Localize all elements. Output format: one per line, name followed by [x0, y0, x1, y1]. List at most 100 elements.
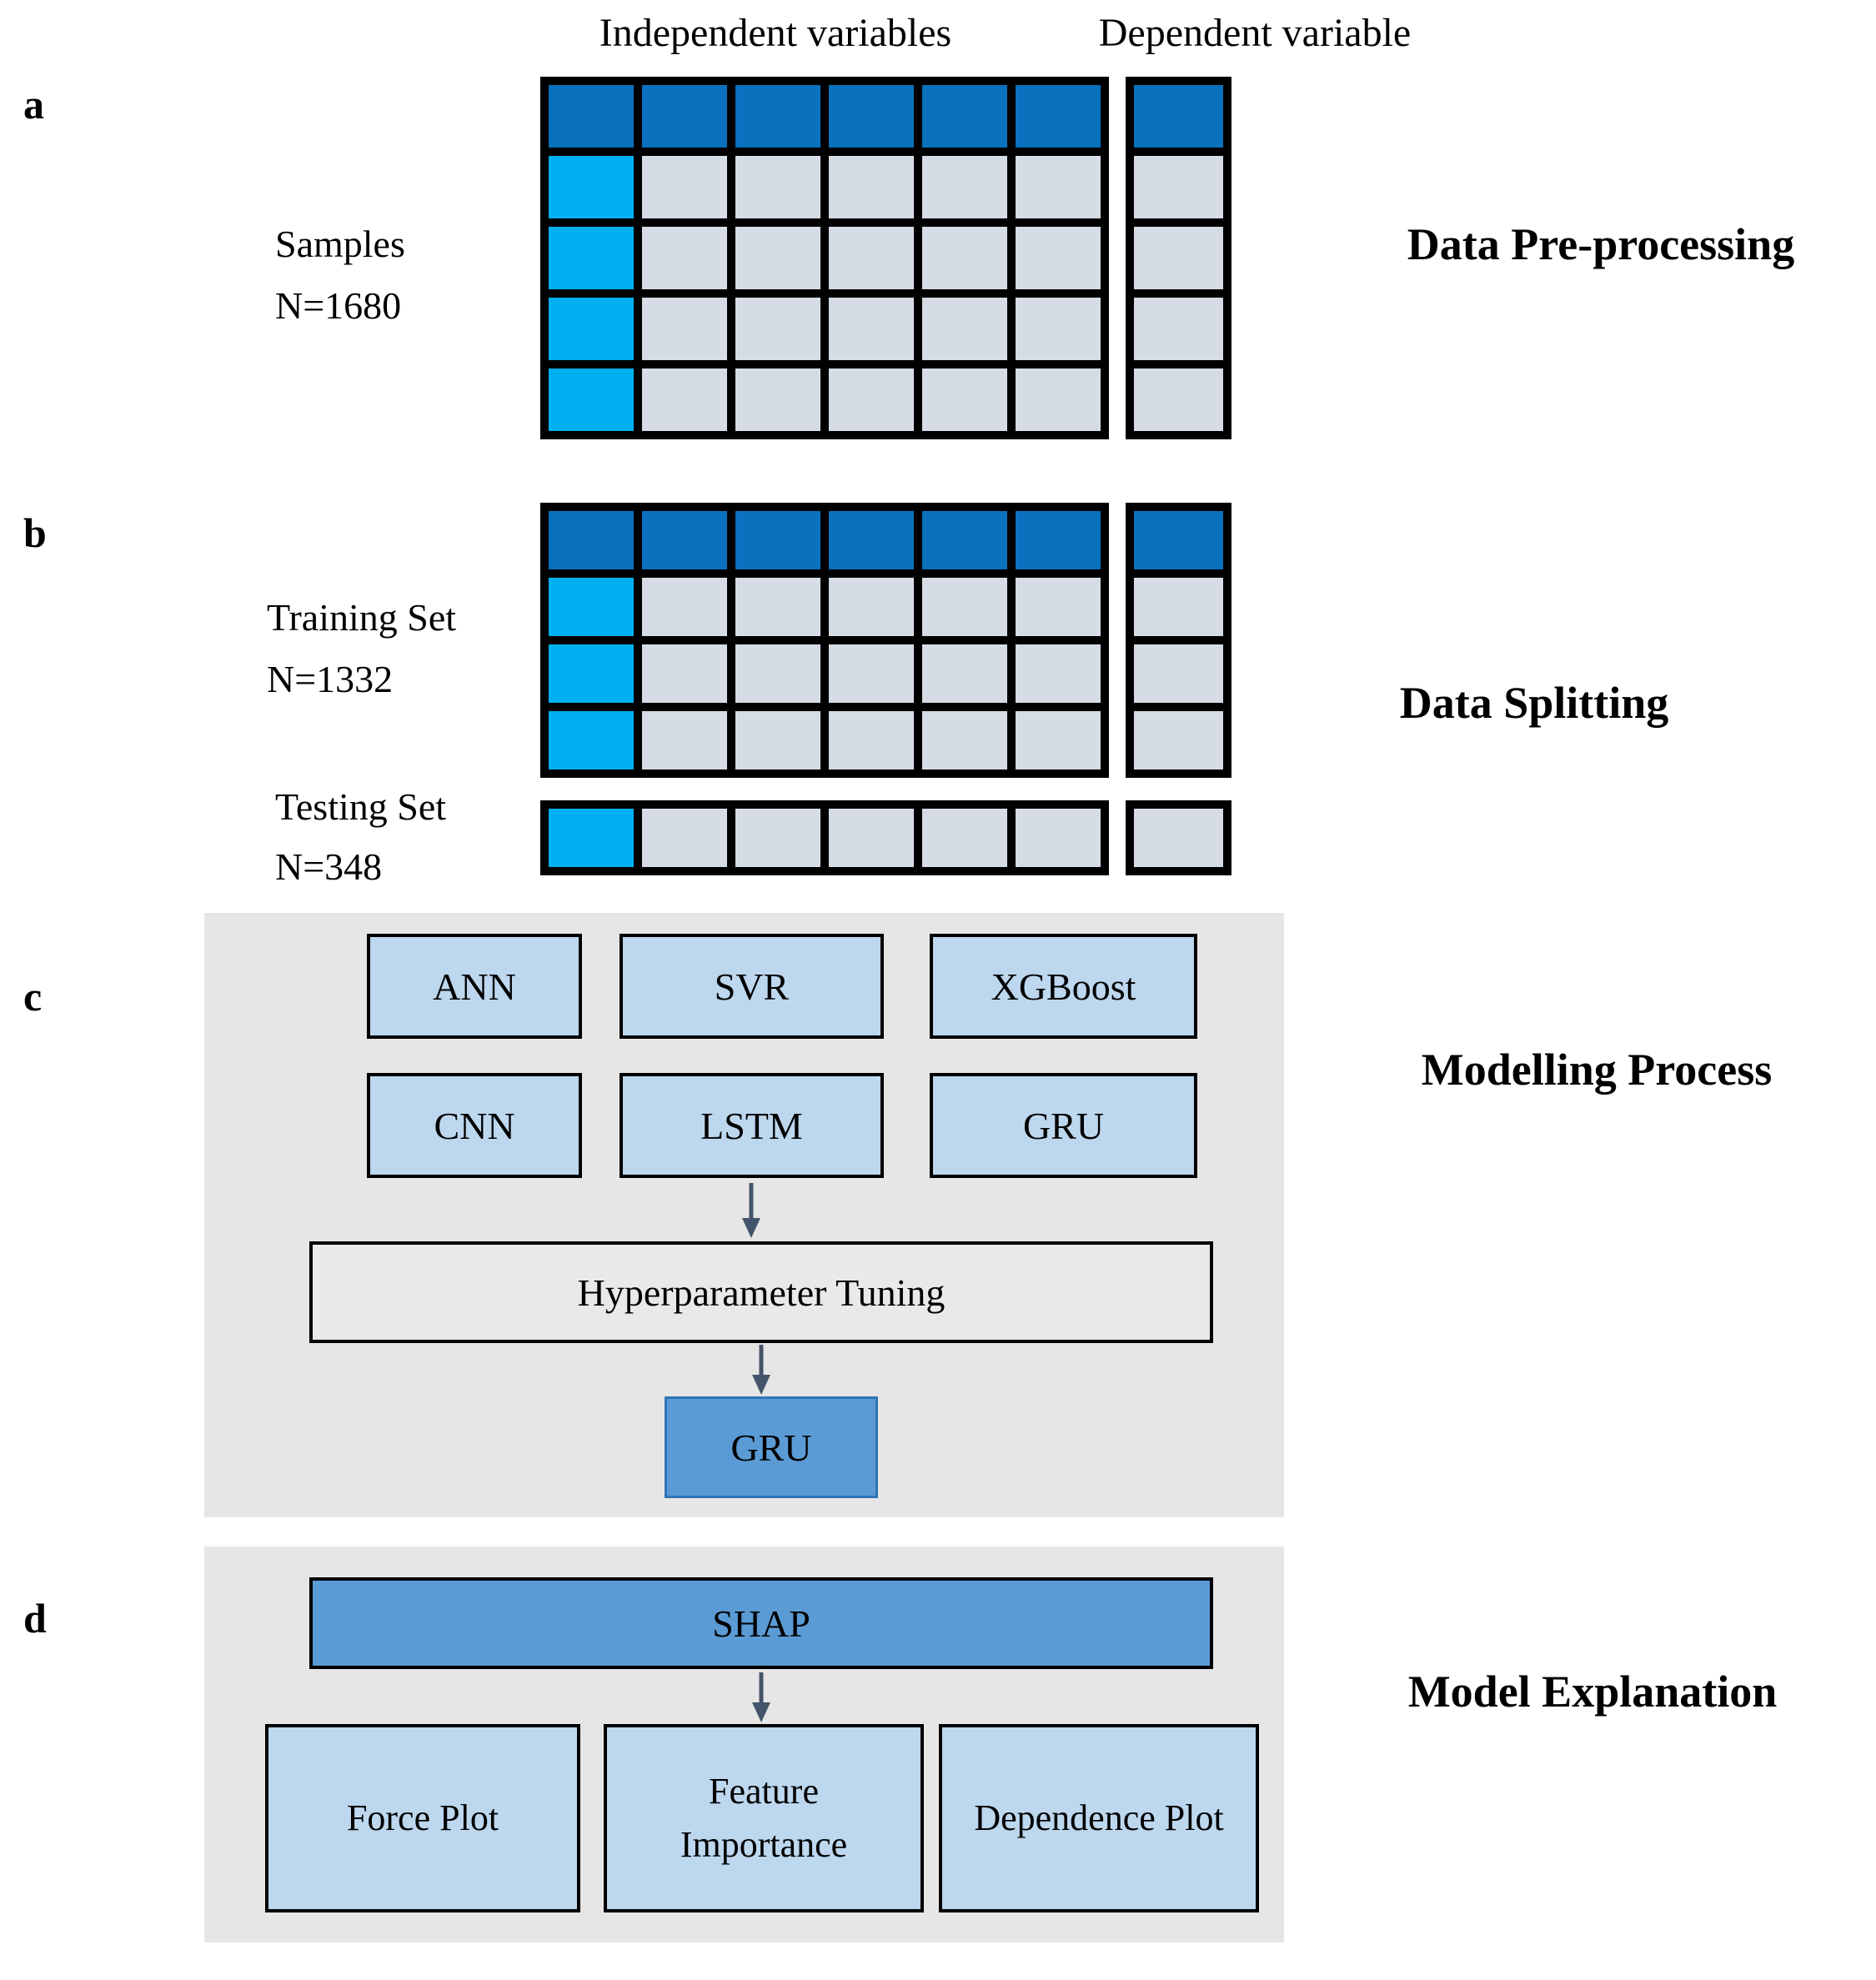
output-box-force-plot-label: Force Plot: [346, 1797, 499, 1839]
output-box-feature-importance-label: Feature Importance: [680, 1771, 848, 1865]
down-arrow-icon: [752, 1345, 770, 1395]
table-cell-accent: [549, 298, 634, 360]
table-cell-plain: [922, 644, 1007, 703]
shap-box: SHAP: [309, 1577, 1213, 1669]
table-cell-plain: [735, 227, 820, 289]
table-cell-plain: [829, 578, 914, 636]
testing-dependent-table: [1126, 800, 1231, 875]
table-cell-header: [829, 85, 914, 148]
table-cell-plain: [1016, 227, 1101, 289]
table-cell-accent: [549, 644, 634, 703]
table-cell-plain: [829, 711, 914, 769]
table-cell-plain: [829, 368, 914, 431]
table-cell-plain: [829, 809, 914, 867]
output-box-dependence-plot: Dependence Plot: [939, 1724, 1259, 1912]
table-cell-header: [1134, 511, 1223, 569]
table-cell-plain: [735, 298, 820, 360]
table-cell-plain: [1134, 227, 1223, 289]
table-cell-accent: [549, 156, 634, 218]
table-cell-plain: [642, 578, 727, 636]
table-cell-header: [922, 85, 1007, 148]
table-cell-plain: [1134, 644, 1223, 703]
table-cell-plain: [1134, 711, 1223, 769]
model-box-gru: GRU: [930, 1073, 1197, 1178]
table-cell-plain: [642, 227, 727, 289]
table-cell-header: [922, 511, 1007, 569]
samples-table: [540, 77, 1109, 439]
table-cell-header: [549, 511, 634, 569]
hyperparameter-tuning-box: Hyperparameter Tuning: [309, 1241, 1213, 1343]
samples-dependent-table: [1126, 77, 1231, 439]
table-cell-plain: [1016, 156, 1101, 218]
section-title-data-splitting: Data Splitting: [1399, 678, 1669, 728]
table-cell-plain: [1016, 809, 1101, 867]
table-cell-plain: [1134, 578, 1223, 636]
table-cell-plain: [922, 227, 1007, 289]
table-cell-plain: [1016, 368, 1101, 431]
table-cell-header: [1016, 85, 1101, 148]
table-cell-plain: [829, 298, 914, 360]
training-dependent-table: [1126, 503, 1231, 778]
selected-model-gru-box: GRU: [665, 1396, 878, 1498]
samples-label: Samples N=1680: [275, 213, 405, 337]
panel-letter-d: d: [23, 1595, 47, 1642]
table-cell-accent: [549, 711, 634, 769]
panel-letter-c: c: [23, 973, 43, 1020]
table-cell-plain: [1016, 644, 1101, 703]
table-cell-plain: [642, 368, 727, 431]
table-cell-plain: [829, 227, 914, 289]
table-cell-plain: [1016, 711, 1101, 769]
table-cell-accent: [549, 578, 634, 636]
table-cell-plain: [922, 368, 1007, 431]
table-cell-plain: [735, 368, 820, 431]
panel-letter-a: a: [23, 81, 44, 128]
table-cell-accent: [549, 368, 634, 431]
output-box-dependence-plot-label: Dependence Plot: [974, 1797, 1224, 1839]
model-box-ann: ANN: [367, 934, 582, 1039]
table-cell-accent: [549, 227, 634, 289]
testing-set-label: Testing Set N=348: [275, 777, 446, 897]
table-cell-header: [735, 85, 820, 148]
table-cell-plain: [922, 156, 1007, 218]
table-cell-plain: [1016, 578, 1101, 636]
table-cell-plain: [642, 711, 727, 769]
section-title-model-explanation: Model Explanation: [1407, 1667, 1778, 1717]
table-cell-header: [642, 511, 727, 569]
table-cell-plain: [735, 578, 820, 636]
samples-label-line1: Samples: [275, 223, 405, 265]
testing-set-label-line1: Testing Set: [275, 785, 447, 828]
training-set-label: Training Set N=1332: [267, 587, 456, 710]
model-box-svr: SVR: [619, 934, 884, 1039]
table-cell-plain: [642, 644, 727, 703]
down-arrow-icon: [742, 1183, 760, 1238]
model-box-lstm: LSTM: [619, 1073, 884, 1178]
table-cell-header: [549, 85, 634, 148]
table-cell-plain: [735, 644, 820, 703]
table-cell-header: [1134, 85, 1223, 148]
output-box-force-plot: Force Plot: [265, 1724, 580, 1912]
training-table: [540, 503, 1109, 778]
table-cell-plain: [922, 711, 1007, 769]
table-cell-plain: [735, 809, 820, 867]
table-cell-plain: [922, 298, 1007, 360]
panel-letter-b: b: [23, 509, 47, 556]
table-cell-plain: [922, 809, 1007, 867]
down-arrow-icon: [752, 1672, 770, 1722]
header-dependent-variable: Dependent variable: [1098, 11, 1412, 55]
table-cell-plain: [642, 156, 727, 218]
table-cell-plain: [735, 156, 820, 218]
table-cell-plain: [829, 644, 914, 703]
table-cell-plain: [735, 711, 820, 769]
training-set-label-line2: N=1332: [267, 658, 394, 700]
header-independent-variables: Independent variables: [599, 11, 952, 55]
table-cell-header: [829, 511, 914, 569]
section-title-modelling-process: Modelling Process: [1421, 1045, 1773, 1095]
table-cell-accent: [549, 809, 634, 867]
table-cell-plain: [1134, 368, 1223, 431]
model-box-cnn: CNN: [367, 1073, 582, 1178]
table-cell-plain: [1134, 298, 1223, 360]
table-cell-plain: [642, 298, 727, 360]
testing-set-label-line2: N=348: [275, 845, 383, 888]
table-cell-plain: [1134, 156, 1223, 218]
